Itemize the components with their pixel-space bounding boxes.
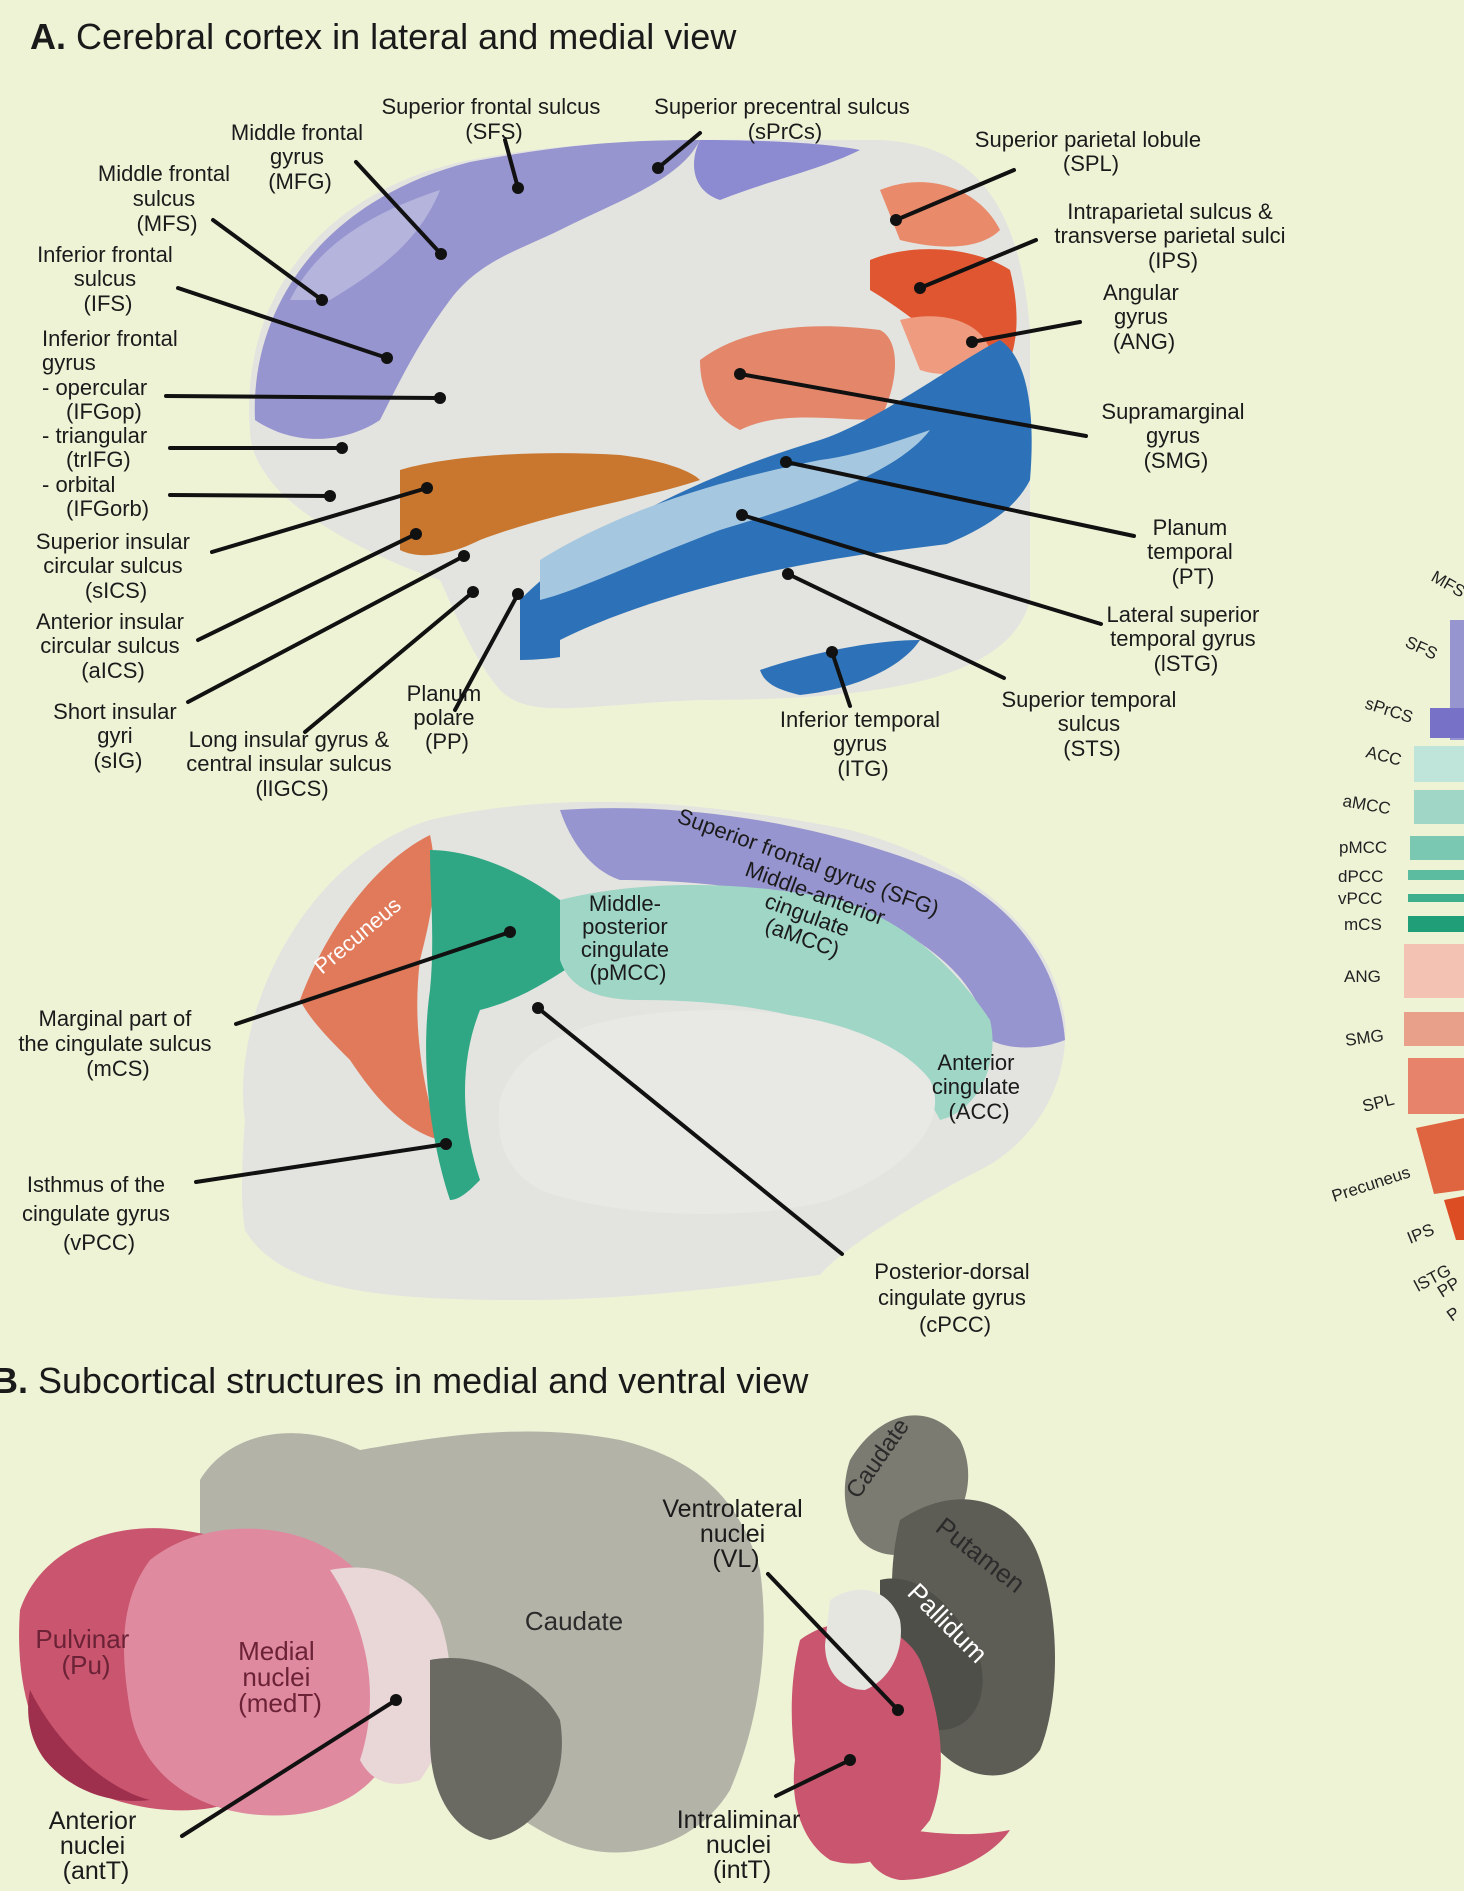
legend-smg-swatch <box>1404 1012 1464 1046</box>
label-ips: Intraparietal sulcus & transverse pariet… <box>1054 199 1291 273</box>
legend-label-spl: SPL <box>1360 1090 1396 1116</box>
legend-sprcs-swatch <box>1430 708 1464 738</box>
label-medt: Medial nuclei (medT) <box>238 1636 322 1718</box>
lateral-brain <box>249 140 1032 709</box>
legend-label-acc: ACC <box>1364 742 1403 769</box>
label-trifg: - triangular (trIFG) <box>42 423 153 472</box>
legend-label-dpcc: dPCC <box>1338 867 1383 886</box>
label-ifs: Inferior frontal sulcus (IFS) <box>37 242 179 316</box>
label-intt: Intraliminar nuclei (intT) <box>677 1806 808 1884</box>
legend-label-sprcs: sPrCS <box>1363 694 1416 727</box>
label-ifg: Inferior frontal gyrus <box>42 326 184 375</box>
label-caudate-left: Caudate <box>525 1606 623 1636</box>
label-mcs: Marginal part of the cingulate sulcus (m… <box>18 1006 217 1081</box>
legend-vpcc-swatch <box>1408 894 1464 902</box>
thalamus-right-tail <box>860 1820 1010 1880</box>
legend-acc-swatch <box>1414 746 1464 782</box>
label-sics: Superior insular circular sulcus (sICS) <box>36 529 196 603</box>
label-pt: Planum temporal (PT) <box>1147 515 1239 589</box>
label-antt: Anterior nuclei (antT) <box>49 1807 144 1885</box>
label-sfs: Superior frontal sulcus (SFS) <box>381 94 606 144</box>
legend-label-ang: ANG <box>1344 967 1381 986</box>
legend-spl-swatch <box>1408 1058 1464 1114</box>
label-ifgorb: - orbital (IFGorb) <box>42 472 149 521</box>
label-smg: Supramarginal gyrus (SMG) <box>1101 399 1250 473</box>
label-mfs: Middle frontal sulcus (MFS) <box>98 161 236 236</box>
legend-label-mfs: MFS <box>1428 567 1464 601</box>
subcortical-right <box>792 1415 1055 1880</box>
label-ang: Angular gyrus (ANG) <box>1103 280 1185 354</box>
label-sig: Short insular gyri (sIG) <box>53 699 183 773</box>
legend-label-smg: SMG <box>1344 1026 1385 1050</box>
legend-label-vpcc: vPCC <box>1338 889 1382 908</box>
legend-ang-swatch <box>1404 944 1464 998</box>
label-ifgop: - opercular (IFGop) <box>42 375 153 424</box>
label-itg: Inferior temporal gyrus (ITG) <box>780 707 946 781</box>
label-spl: Superior parietal lobule (SPL) <box>975 127 1207 176</box>
label-lstg: Lateral superior temporal gyrus (lSTG) <box>1107 602 1266 676</box>
label-cpcc: Posterior-dorsal cingulate gyrus (cPCC) <box>874 1259 1035 1337</box>
legend-pmcc-swatch <box>1410 836 1464 860</box>
legend-amcc-swatch <box>1414 790 1464 824</box>
legend-dpcc-swatch <box>1408 870 1464 880</box>
legend-precuneus-swatch <box>1416 1118 1464 1194</box>
legend-mcs-swatch <box>1408 916 1464 932</box>
label-aics: Anterior insular circular sulcus (aICS) <box>36 609 190 683</box>
legend-label-p: P <box>1443 1303 1463 1325</box>
label-ligcs: Long insular gyrus & central insular sul… <box>186 727 398 801</box>
legend-label-amcc: aMCC <box>1341 791 1392 818</box>
legend-label-precuneus: Precuneus <box>1329 1163 1412 1206</box>
legend-label-ips: IPS <box>1404 1220 1437 1248</box>
legend-label-pmcc: pMCC <box>1339 838 1387 857</box>
label-mfg: Middle frontal gyrus (MFG) <box>231 120 369 194</box>
legend-label-sfs: SFS <box>1402 632 1440 663</box>
legend-label-mcs: mCS <box>1344 915 1382 934</box>
label-pp: Planum polare (PP) <box>407 681 488 754</box>
label-vpcc: Isthmus of the cingulate gyrus (vPCC) <box>22 1172 176 1255</box>
legend-ips-swatch <box>1444 1196 1464 1240</box>
label-sts: Superior temporal sulcus (STS) <box>1002 687 1183 761</box>
label-pmcc: Middle- posterior cingulate (pMCC) <box>581 891 675 985</box>
